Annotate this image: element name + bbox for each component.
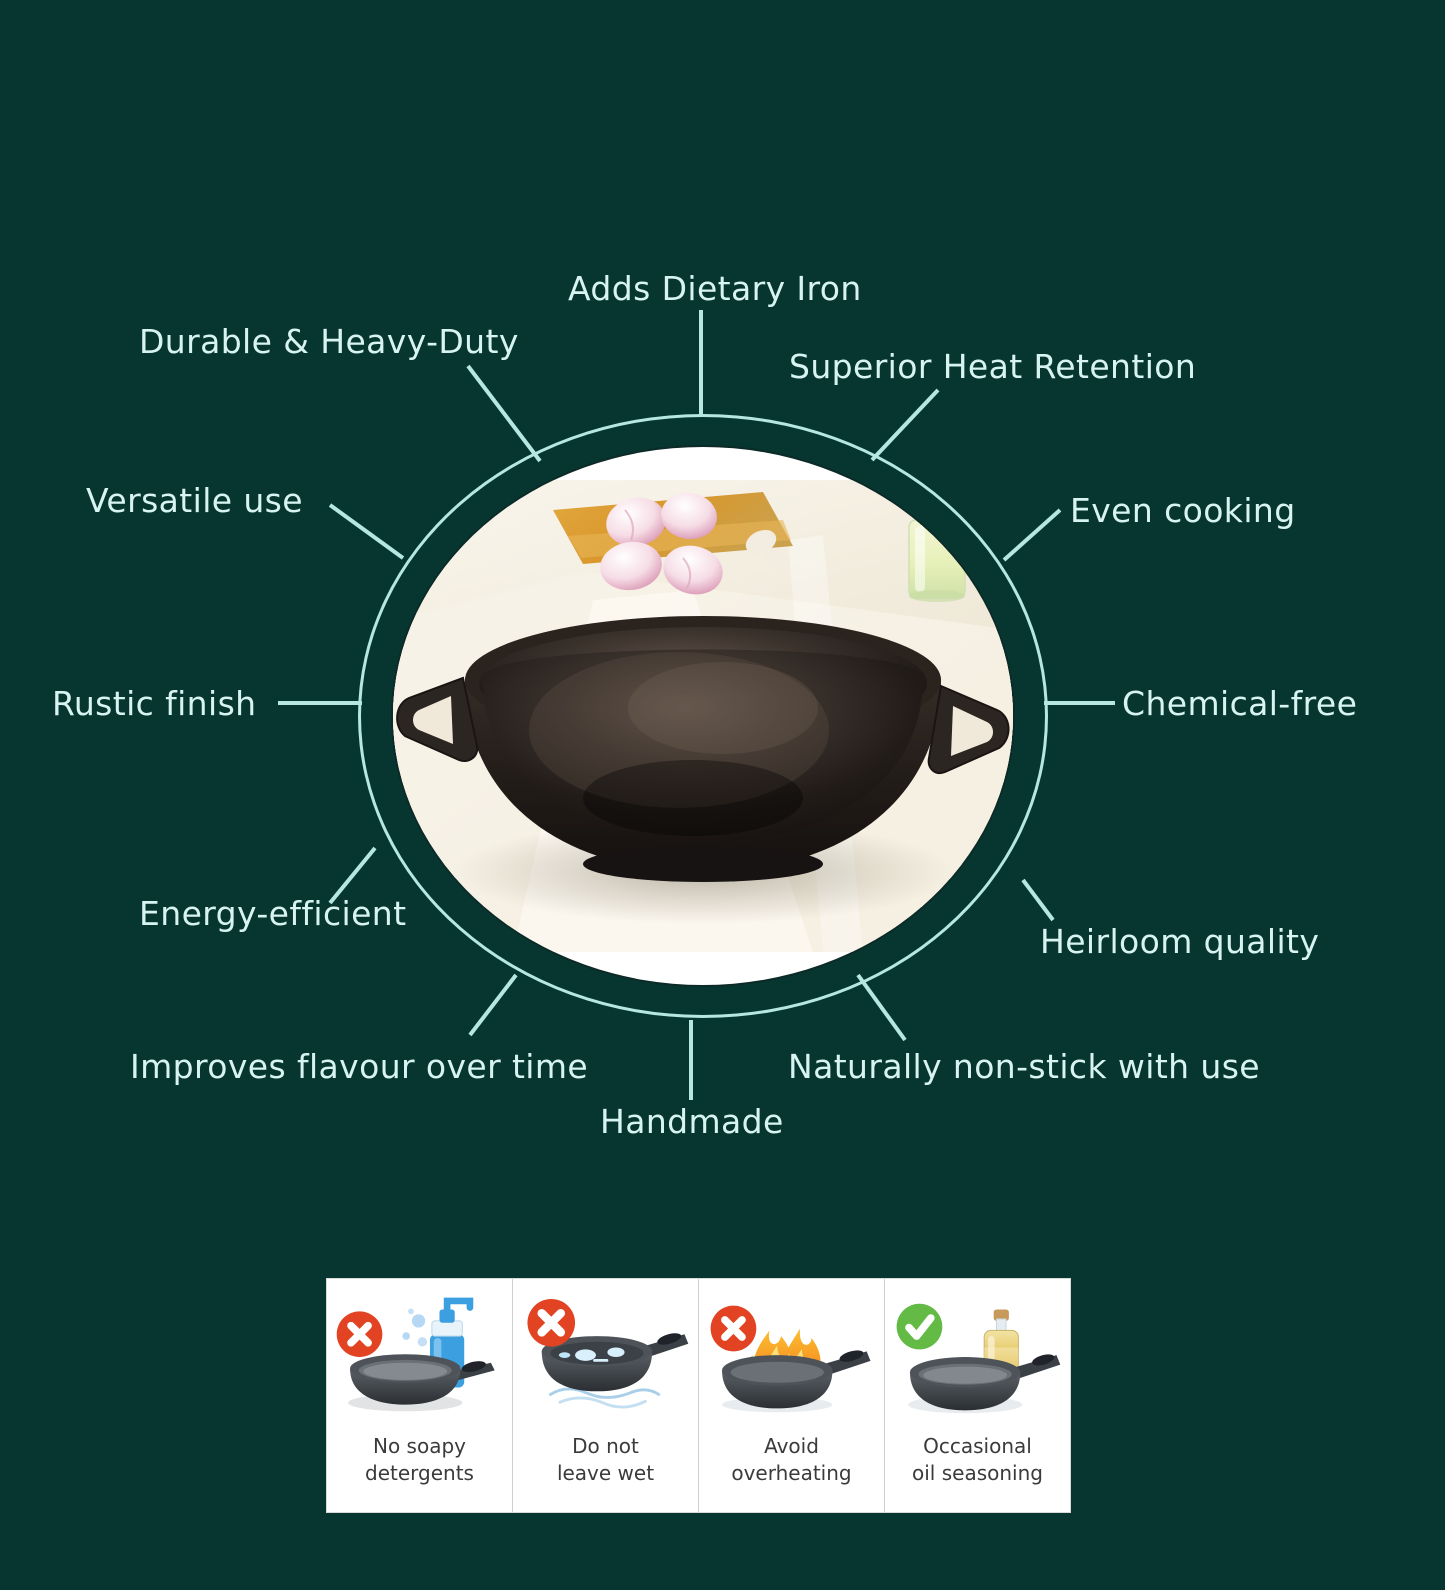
label-even-cooking: Even cooking <box>1070 491 1296 530</box>
care-line-1: Avoid <box>764 1434 819 1458</box>
label-naturally-non-stick: Naturally non-stick with use <box>788 1047 1260 1086</box>
spoke-naturally-non-stick <box>856 973 907 1042</box>
care-label: Occasional oil seasoning <box>912 1433 1043 1487</box>
spoke-even-cooking <box>1002 508 1062 562</box>
label-versatile-use: Versatile use <box>86 481 303 520</box>
spoke-versatile-use <box>328 503 405 560</box>
product-medallion <box>358 414 1048 1018</box>
care-instructions-panel: No soapy detergents <box>326 1278 1071 1513</box>
label-improves-flavour-over-time: Improves flavour over time <box>130 1047 589 1086</box>
care-item-occasional-oil-seasoning: Occasional oil seasoning <box>885 1279 1070 1512</box>
spoke-energy-efficient <box>328 846 377 905</box>
care-line-2: detergents <box>365 1461 474 1485</box>
care-item-no-soapy-detergents: No soapy detergents <box>327 1279 513 1512</box>
spoke-improves-flavour-over-time <box>468 973 518 1037</box>
spoke-superior-heat-retention <box>870 388 940 462</box>
oil-bottle-and-pan-icon <box>889 1289 1066 1427</box>
label-heirloom-quality: Heirloom quality <box>1040 922 1320 961</box>
outer-ring <box>358 414 1048 1018</box>
label-rustic-finish: Rustic finish <box>52 684 257 723</box>
care-item-avoid-overheating: Avoid overheating <box>699 1279 885 1512</box>
care-item-do-not-leave-wet: Do not leave wet <box>513 1279 699 1512</box>
label-energy-efficient: Energy-efficient <box>139 894 407 933</box>
product-photo-disc <box>393 447 1013 985</box>
care-line-1: No soapy <box>373 1434 466 1458</box>
care-line-2: leave wet <box>556 1461 655 1485</box>
flaming-pan-icon <box>703 1289 880 1427</box>
label-durable-heavy-duty: Durable & Heavy-Duty <box>139 322 519 361</box>
care-line-1: Occasional <box>923 1434 1032 1458</box>
care-label: Avoid overheating <box>731 1433 851 1487</box>
care-line-2: oil seasoning <box>912 1461 1043 1485</box>
care-line-2: overheating <box>731 1461 852 1485</box>
soap-dispenser-and-pan-icon <box>331 1289 508 1427</box>
label-adds-dietary-iron: Adds Dietary Iron <box>568 269 862 308</box>
care-label: No soapy detergents <box>365 1433 474 1487</box>
wet-pan-icon <box>517 1289 694 1427</box>
label-chemical-free: Chemical-free <box>1122 684 1358 723</box>
care-label: Do not leave wet <box>557 1433 654 1487</box>
label-superior-heat-retention: Superior Heat Retention <box>789 347 1197 386</box>
care-line-1: Do not <box>572 1434 639 1458</box>
label-handmade: Handmade <box>600 1102 784 1141</box>
spoke-heirloom-quality <box>1021 878 1055 922</box>
spoke-durable-heavy-duty <box>466 364 542 463</box>
product-photo <box>393 480 1013 952</box>
